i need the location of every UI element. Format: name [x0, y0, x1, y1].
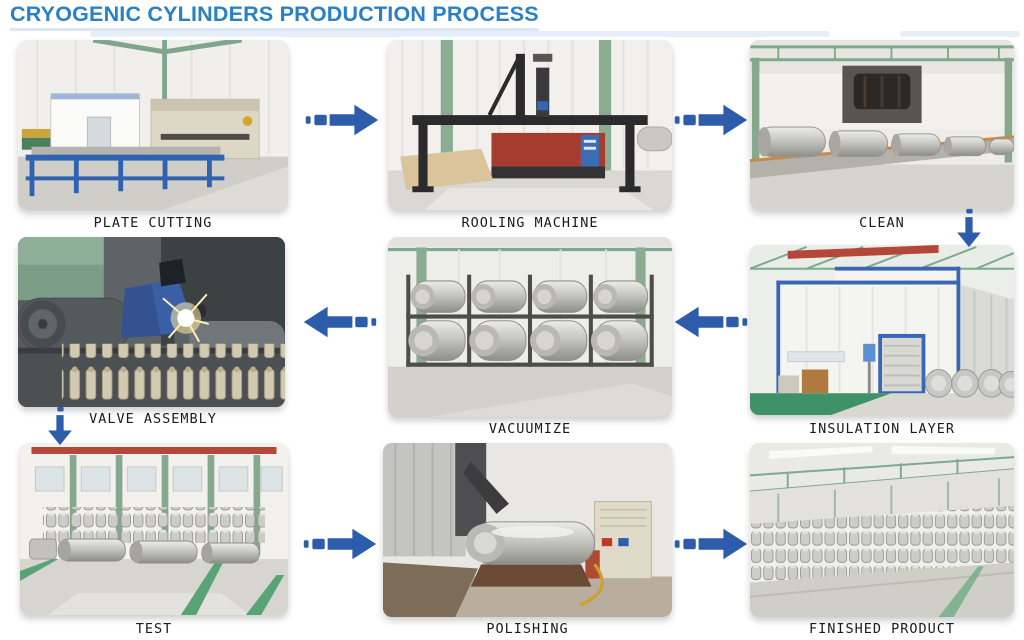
- step-photo-insulation-layer: [750, 245, 1014, 415]
- step-label-finished-product: FINISHED PRODUCT: [808, 621, 956, 637]
- step-label-plate-cutting: PLATE CUTTING: [93, 215, 213, 231]
- step-photo-plate-cutting: [18, 40, 288, 210]
- step-photo-valve-assembly: [18, 237, 285, 407]
- polishing-image: [383, 443, 672, 617]
- step-label-vacuumize: VACUUMIZE: [488, 421, 572, 437]
- step-label-rooling-machine: ROOLING MACHINE: [461, 215, 599, 231]
- flow-arrow-down-icon: [952, 208, 986, 248]
- flow-arrow-left-icon: [301, 302, 379, 342]
- clean-image: [750, 40, 1014, 210]
- vacuumize-image: [388, 237, 672, 417]
- step-label-polishing: POLISHING: [486, 621, 569, 637]
- flow-arrow-right-icon: [672, 524, 750, 564]
- plate-cutting-image: [18, 40, 288, 210]
- test-image: [20, 443, 288, 615]
- title-shadow-bar: [900, 31, 1020, 37]
- step-photo-polishing: [383, 443, 672, 617]
- step-photo-clean: [750, 40, 1014, 210]
- step-photo-vacuumize: [388, 237, 672, 417]
- flow-arrow-right-icon: [303, 100, 381, 140]
- step-photo-test: [20, 443, 288, 615]
- flow-arrow-right-icon: [301, 524, 379, 564]
- insulation-layer-image: [750, 245, 1014, 415]
- flow-arrow-left-icon: [672, 302, 750, 342]
- step-label-valve-assembly: VALVE ASSEMBLY: [89, 411, 217, 427]
- flow-arrow-right-icon: [672, 100, 750, 140]
- title-shadow-bar: [90, 31, 830, 37]
- rooling-machine-image: [388, 40, 672, 210]
- step-photo-rooling-machine: [388, 40, 672, 210]
- page-title: CRYOGENIC CYLINDERS PRODUCTION PROCESS: [10, 2, 539, 31]
- valve-assembly-image: [18, 237, 285, 407]
- step-label-clean: CLEAN: [859, 215, 905, 231]
- flow-arrow-down-icon: [43, 406, 77, 446]
- step-label-test: TEST: [135, 621, 173, 637]
- step-label-insulation-layer: INSULATION LAYER: [808, 421, 956, 437]
- finished-product-image: [750, 443, 1014, 617]
- step-photo-finished-product: [750, 443, 1014, 617]
